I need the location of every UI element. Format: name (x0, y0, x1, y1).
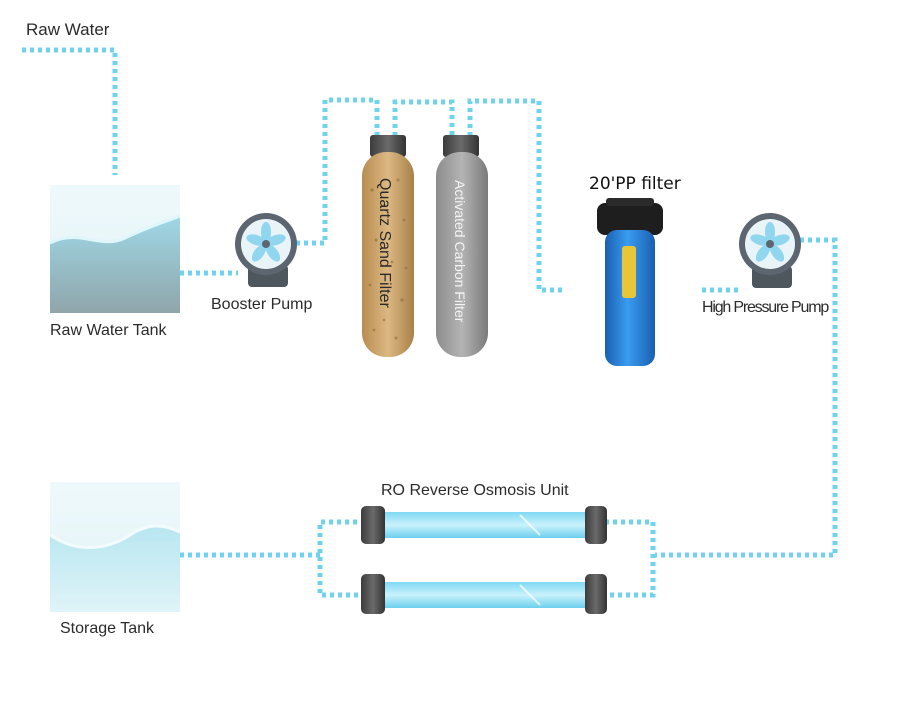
quartz-sand-filter-label: Quartz Sand Filter (376, 178, 393, 309)
quartz-sand-filter: Quartz Sand Filter (362, 135, 414, 357)
raw-water-tank-label: Raw Water Tank (50, 322, 167, 339)
ro-membrane-top (361, 506, 607, 544)
ro-unit-label: RO Reverse Osmosis Unit (381, 482, 569, 499)
storage-tank-label: Storage Tank (60, 620, 154, 637)
pipe-carbon-to-pp (467, 98, 565, 293)
pp-filter-label: 20'PP filter (589, 174, 681, 194)
raw-water-label: Raw Water (26, 20, 110, 39)
booster-pump-label: Booster Pump (211, 296, 313, 313)
activated-carbon-filter-label: Activated Carbon Filter (452, 180, 468, 323)
pipe-ro-manifold-right (605, 519, 656, 598)
raw-water-tank (49, 185, 181, 313)
pipe-ro-manifold-left (317, 519, 365, 598)
high-pressure-pump (739, 213, 801, 288)
pipe-sand-to-carbon (392, 99, 455, 136)
pipe-network (22, 47, 838, 598)
pipe-raw-water-inlet (22, 47, 118, 175)
storage-tank (49, 482, 181, 612)
pipe-hp-to-ro (655, 237, 838, 558)
fan-icon (750, 222, 790, 262)
high-pressure-pump-label: High Pressure Pump (702, 299, 829, 316)
sand-texture (368, 178, 408, 340)
pipe-booster-to-sand (296, 97, 380, 246)
activated-carbon-filter: Activated Carbon Filter (436, 135, 488, 357)
pp-filter-housing (597, 198, 663, 366)
booster-pump (235, 213, 297, 287)
ro-membrane-bottom (361, 574, 607, 614)
fan-icon (246, 222, 286, 262)
